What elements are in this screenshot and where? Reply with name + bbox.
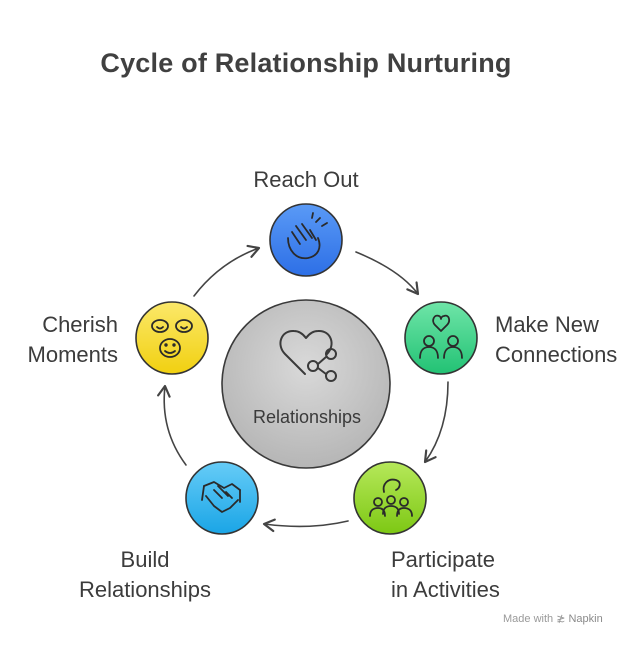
label-make-new-connections: Make New Connections (495, 312, 618, 367)
group-activity-icon (369, 478, 413, 517)
two-people-heart-icon (419, 314, 463, 359)
label-build-relationships: Build Relationships (78, 547, 212, 602)
label-participate-in-activities: Participate in Activities (391, 547, 500, 602)
node-cherish-moments (135, 301, 209, 375)
arrow-build-to-cherish (157, 384, 187, 466)
node-make-new-connections (404, 301, 478, 375)
arrow-participate-to-build (262, 518, 349, 533)
diagram-title: Cycle of Relationship Nurturing (100, 48, 512, 78)
arrow-cherish-to-reach (193, 244, 261, 297)
arrow-connect-to-participate (423, 381, 449, 464)
heart-share-icon (279, 329, 337, 382)
label-cherish-moments: Cherish Moments (27, 312, 118, 367)
label-reach-out: Reach Out (253, 167, 359, 192)
clapping-hands-icon (287, 212, 328, 260)
smiling-faces-icon (151, 319, 193, 358)
node-reach-out (269, 203, 343, 277)
center-label: Relationships (252, 407, 362, 427)
napkin-logo-icon: ≵ (556, 613, 566, 625)
handshake-icon (201, 481, 241, 513)
center-node (221, 299, 391, 469)
arrow-reach-to-connect (355, 251, 420, 296)
made-with-napkin: Made with ≵ Napkin (503, 613, 603, 625)
node-build-relationships (185, 461, 259, 535)
node-participate-in-activities (353, 461, 427, 535)
